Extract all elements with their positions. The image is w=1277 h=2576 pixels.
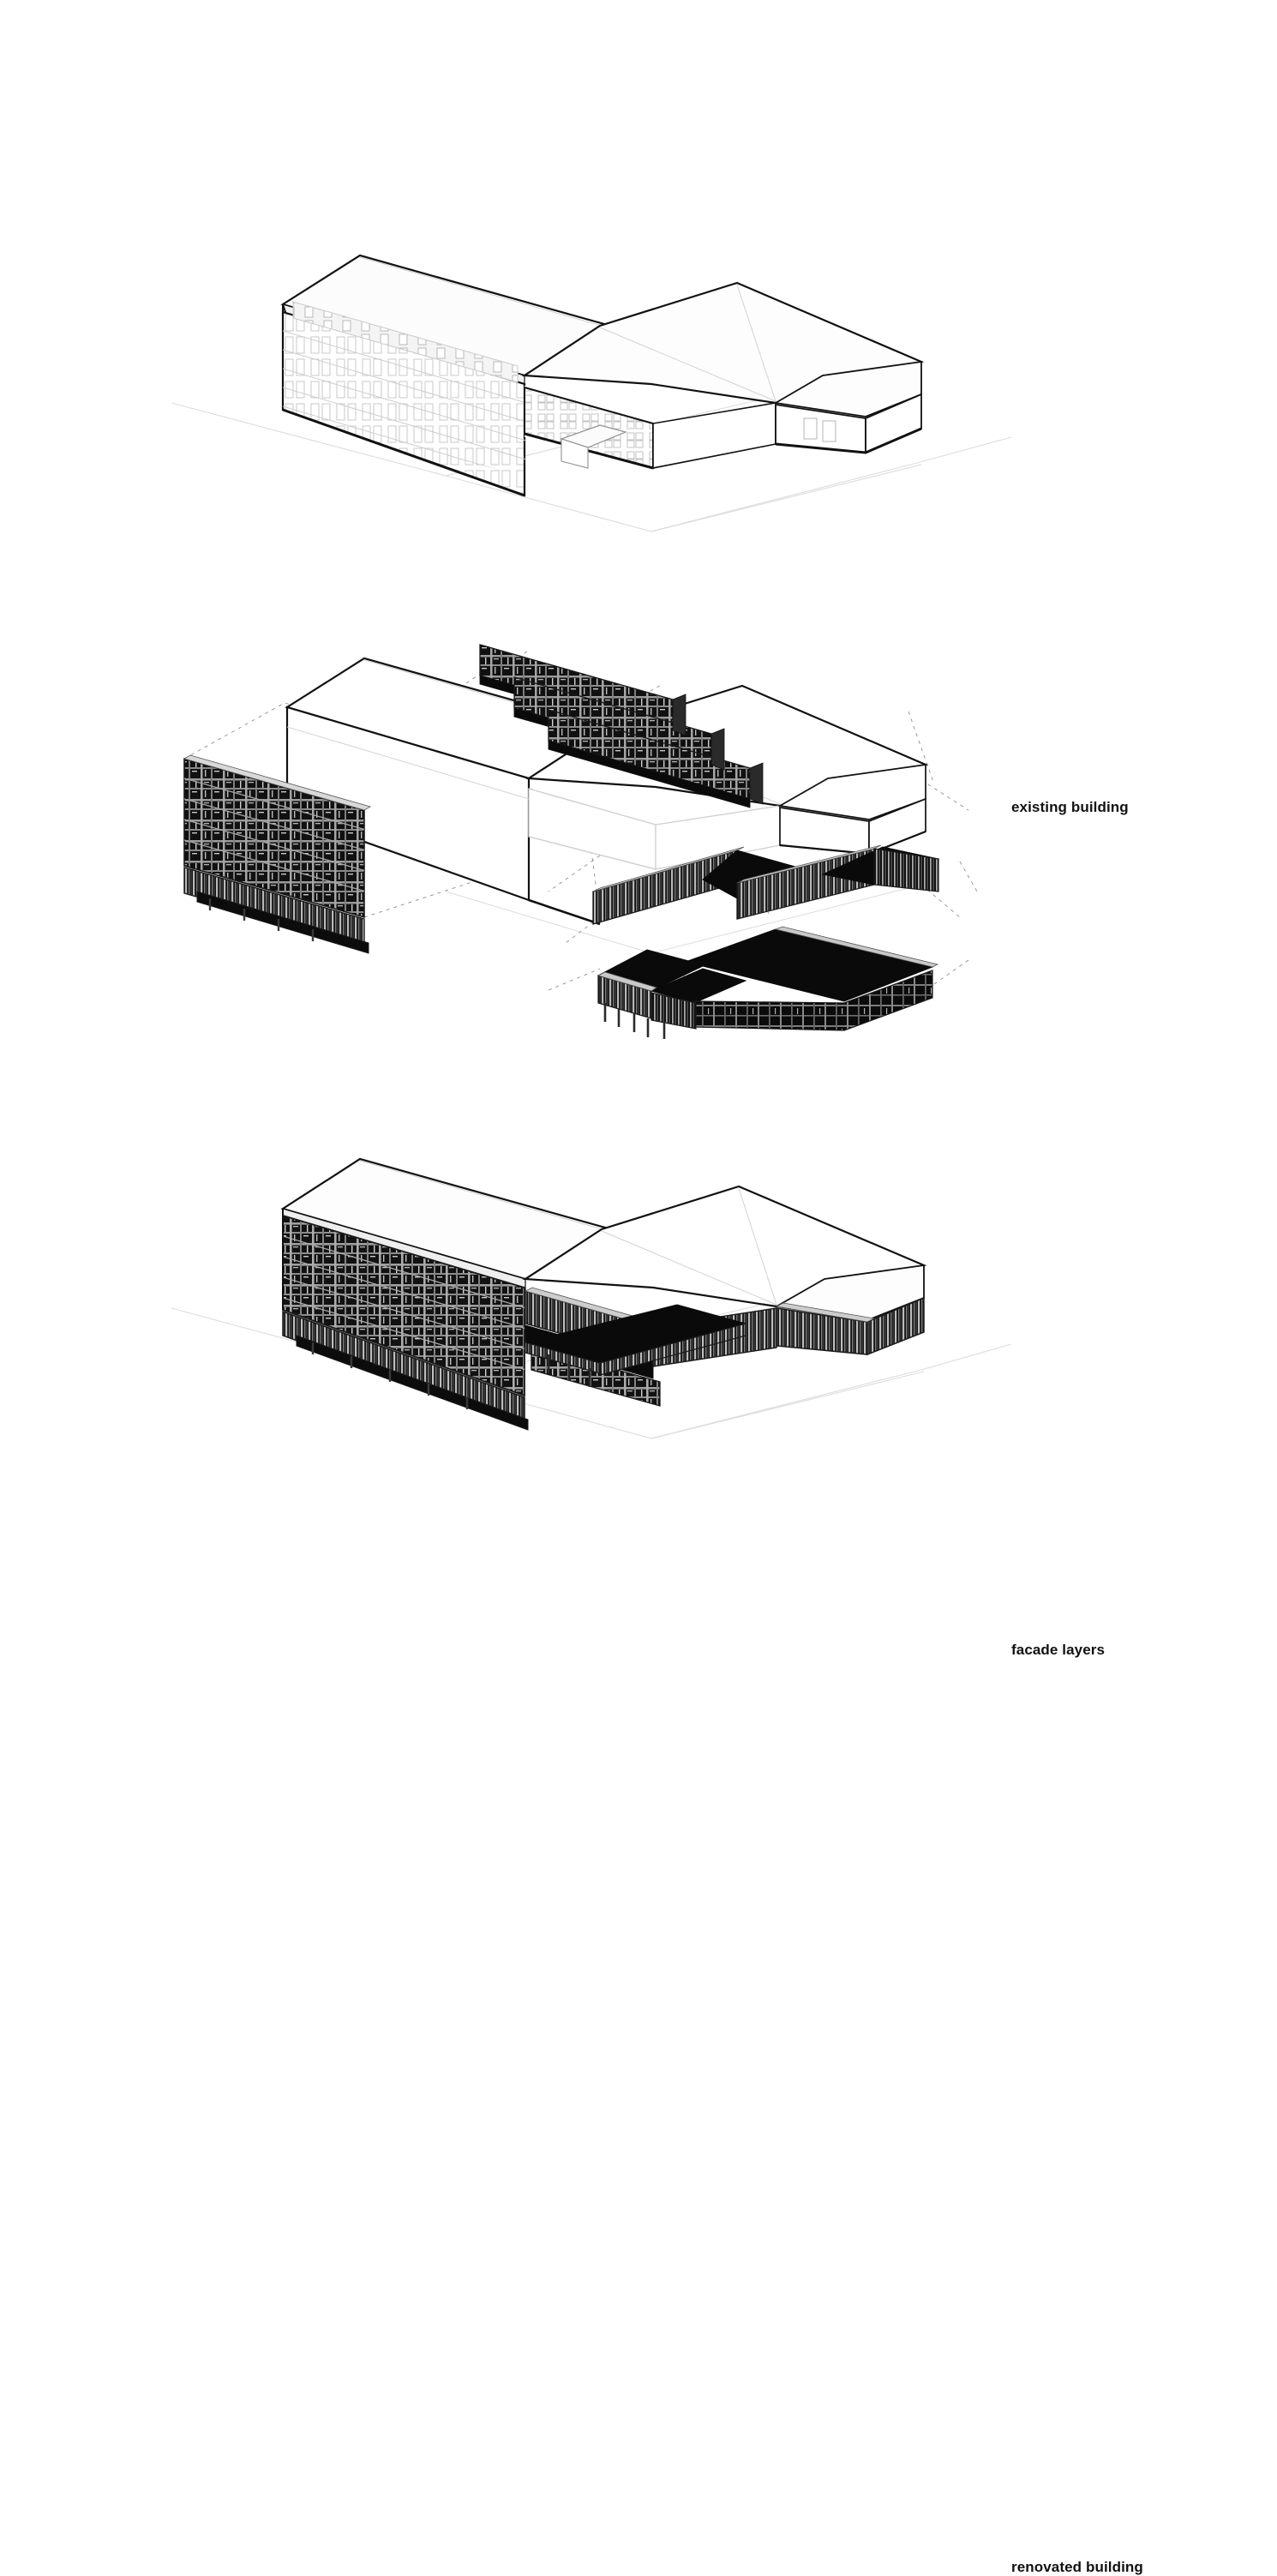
caption-existing-building: existing building: [1011, 799, 1129, 815]
renovated-main-soffit: [296, 1335, 529, 1431]
panel-facade-layers: facade layers: [0, 634, 1277, 1658]
massing-wing-wall: [528, 788, 656, 870]
wing-wrap-long-cap: [592, 846, 745, 892]
facade-layer-annex-wrap: [597, 926, 939, 1039]
west-panel-top-cap: [183, 754, 372, 811]
facade-layer-west-panel: [183, 754, 372, 954]
panel-renovated-building: renovated building: [0, 1140, 1277, 2575]
roof-dormer-row: [292, 301, 519, 383]
caption-facade-layers: facade layers: [1011, 1642, 1106, 1658]
annex-wrap-face-front: [650, 992, 697, 1030]
renovated-main-block: [280, 1157, 608, 1431]
facade-layers-exploded-axonometric: [183, 644, 978, 1039]
existing-main-block: [280, 254, 607, 497]
annex-door-1: [803, 417, 818, 440]
west-panel-soffit: [196, 891, 369, 954]
drawing-sheet: existing building: [0, 223, 1277, 2575]
facade-layer-wing-wrap: [592, 844, 940, 925]
renovated-building-axonometric: [171, 1157, 1012, 1439]
existing-hip-wing: [521, 281, 925, 470]
existing-building-axonometric: [171, 254, 1012, 532]
annex-door-2: [822, 420, 836, 442]
annex-roof-plane: [773, 360, 922, 417]
wing-right-wall: [652, 402, 776, 469]
facade-layer-stacked-bands: [479, 644, 764, 808]
caption-renovated-building: renovated building: [1011, 2559, 1143, 2575]
renovated-hip-wing: [522, 1185, 927, 1407]
massing-annex: [777, 764, 926, 820]
renovated-annex-side: [866, 1296, 925, 1356]
panel-existing-building: existing building: [0, 223, 1277, 815]
